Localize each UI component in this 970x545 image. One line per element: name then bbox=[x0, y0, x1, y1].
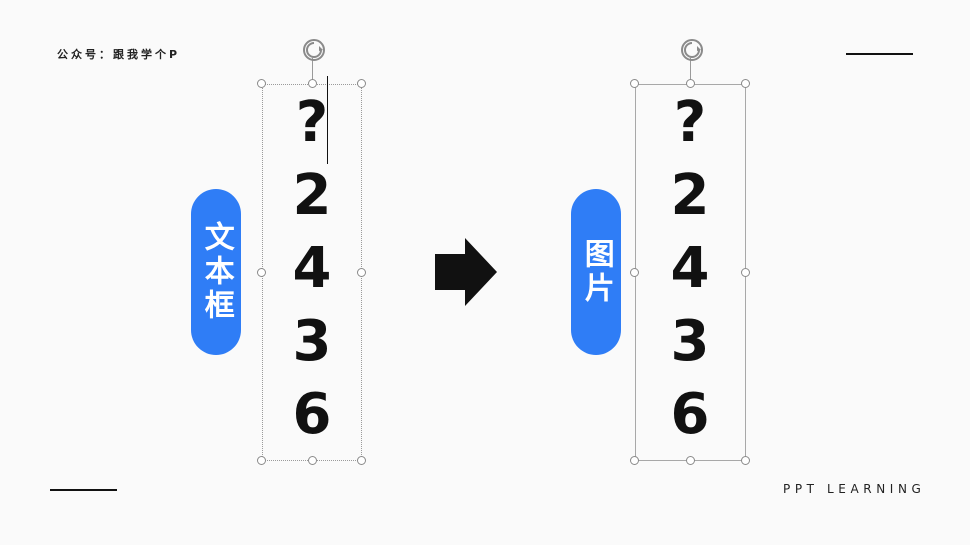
rotate-stem bbox=[690, 58, 691, 84]
bottom-left-divider bbox=[50, 489, 117, 491]
resize-handle-tr[interactable] bbox=[357, 79, 366, 88]
resize-handle-tl[interactable] bbox=[630, 79, 639, 88]
list-item: 3 bbox=[670, 309, 710, 374]
resize-handle-mr[interactable] bbox=[741, 268, 750, 277]
resize-handle-mr[interactable] bbox=[357, 268, 366, 277]
resize-handle-bm[interactable] bbox=[308, 456, 317, 465]
resize-handle-bl[interactable] bbox=[630, 456, 639, 465]
resize-handle-tm[interactable] bbox=[686, 79, 695, 88]
text-cursor bbox=[327, 76, 328, 164]
picture-label: 图片 bbox=[578, 238, 614, 306]
resize-handle-bl[interactable] bbox=[257, 456, 266, 465]
picture-label-pill: 图片 bbox=[571, 189, 621, 355]
textbox-label: 文本框 bbox=[198, 221, 234, 323]
resize-handle-ml[interactable] bbox=[257, 268, 266, 277]
resize-handle-br[interactable] bbox=[741, 456, 750, 465]
rotate-handle-icon[interactable] bbox=[679, 37, 705, 63]
arrow-right-icon bbox=[435, 238, 497, 306]
list-item: ? bbox=[673, 90, 707, 155]
rotate-stem bbox=[312, 58, 313, 84]
list-item: 6 bbox=[670, 382, 710, 447]
resize-handle-tr[interactable] bbox=[741, 79, 750, 88]
resize-handle-bm[interactable] bbox=[686, 456, 695, 465]
rotate-handle-icon[interactable] bbox=[301, 37, 327, 63]
resize-handle-br[interactable] bbox=[357, 456, 366, 465]
list-item: 6 bbox=[292, 382, 332, 447]
list-item: ? bbox=[295, 90, 329, 155]
list-item: 4 bbox=[292, 236, 332, 301]
textbox-number-list[interactable]: ? 2 4 3 6 bbox=[272, 86, 352, 451]
resize-handle-ml[interactable] bbox=[630, 268, 639, 277]
list-item: 2 bbox=[670, 163, 710, 228]
list-item: 4 bbox=[670, 236, 710, 301]
account-label: 公众号：跟我学个P bbox=[57, 48, 181, 61]
picture-number-list[interactable]: ? 2 4 3 6 bbox=[650, 86, 730, 451]
resize-handle-tl[interactable] bbox=[257, 79, 266, 88]
brand-label: PPT LEARNING bbox=[783, 482, 926, 496]
resize-handle-tm[interactable] bbox=[308, 79, 317, 88]
list-item: 3 bbox=[292, 309, 332, 374]
top-right-divider bbox=[846, 53, 913, 55]
textbox-label-pill: 文本框 bbox=[191, 189, 241, 355]
list-item: 2 bbox=[292, 163, 332, 228]
